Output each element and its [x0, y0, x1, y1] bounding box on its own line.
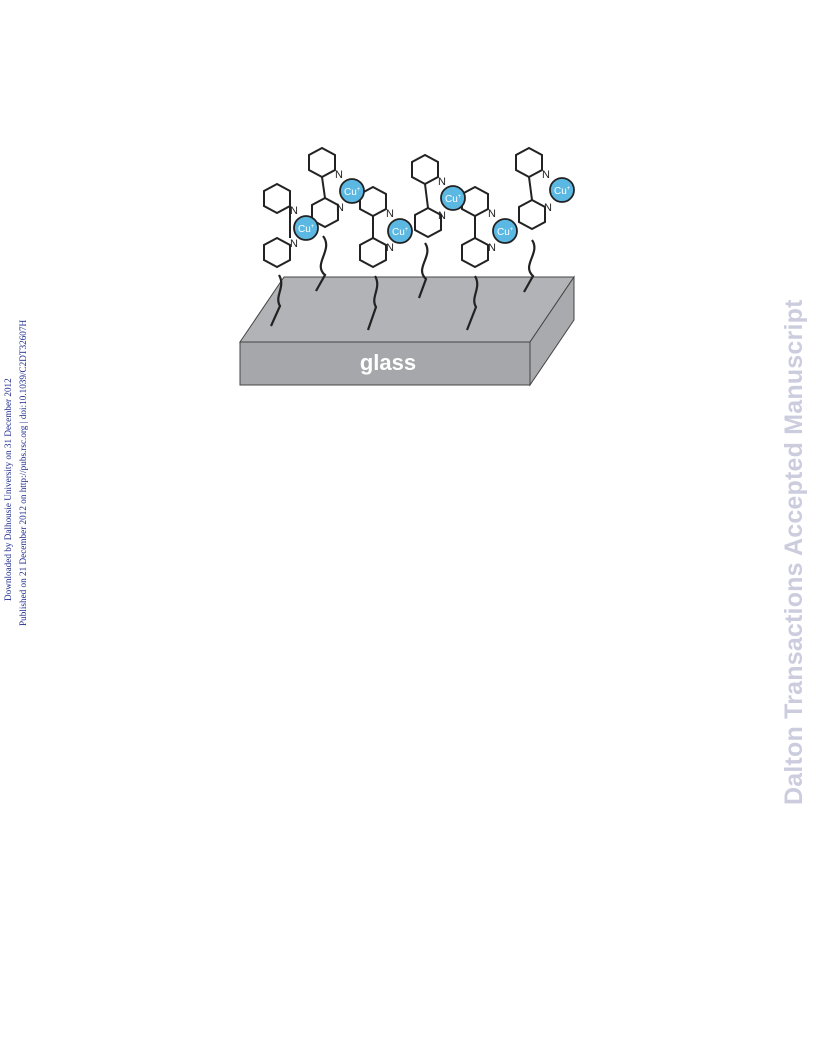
nitrogen-label: N [336, 202, 344, 214]
copper-label: Cu+ [392, 227, 409, 238]
copper-ion [549, 177, 575, 203]
tether-5 [465, 275, 479, 331]
download-note: Downloaded by Dalhousie University on 31… [3, 378, 13, 601]
pyridine-ring [518, 198, 546, 231]
bond [424, 183, 429, 209]
tethers [269, 235, 536, 331]
glass-slab-side [529, 275, 575, 387]
copper-label: Cu+ [344, 187, 361, 198]
pyridine-ring [263, 236, 291, 269]
copper-ion [492, 218, 518, 244]
tether-3 [366, 275, 379, 331]
bond [528, 176, 533, 201]
bipyridine-ligands [263, 146, 546, 269]
pyridine-ring [461, 185, 489, 218]
pyridine-ring [414, 206, 442, 239]
nitrogen-label: N [290, 205, 298, 217]
copper-label: Cu+ [497, 227, 514, 238]
pyridine-ring [263, 182, 291, 215]
copper-ion [293, 215, 319, 241]
glass-surface-figure: glass N N N [239, 146, 575, 387]
nitrogen-label: N [544, 202, 552, 214]
pyridine-ring [311, 196, 339, 229]
tether-6 [523, 239, 536, 293]
nitrogen-label: N [488, 208, 496, 220]
tether-1 [269, 274, 283, 327]
nitrogen-label: N [335, 169, 343, 181]
pyridine-ring [461, 236, 489, 269]
bond [321, 176, 326, 199]
tether-4 [417, 242, 429, 299]
glass-label: glass [360, 350, 416, 375]
pyridine-ring [515, 146, 543, 179]
copper-ion [387, 218, 413, 244]
copper-label: Cu+ [445, 194, 462, 205]
accepted-manuscript-watermark: Dalton Transactions Accepted Manuscript [780, 299, 808, 805]
pyridine-ring [411, 153, 439, 186]
nitrogen-label: N [386, 242, 394, 254]
pyridine-ring [359, 236, 387, 269]
tether-2 [315, 235, 328, 292]
copper-ions [293, 177, 575, 244]
nitrogen-label: N [290, 238, 298, 250]
copper-ion [440, 185, 466, 211]
copper-label: Cu+ [554, 186, 571, 197]
nitrogen-label: N [438, 210, 446, 222]
nitrogen-labels: N N N N N N N N N N N N [290, 169, 552, 254]
copper-label: Cu+ [298, 224, 315, 235]
glass-slab-top [239, 276, 575, 343]
pyridine-ring [308, 146, 336, 179]
nitrogen-label: N [438, 176, 446, 188]
nitrogen-label: N [542, 169, 550, 181]
nitrogen-label: N [386, 208, 394, 220]
copper-labels: Cu+ Cu+ Cu+ Cu+ Cu+ Cu+ [298, 186, 571, 238]
nitrogen-label: N [488, 242, 496, 254]
glass-slab-front [239, 341, 531, 386]
published-doi-note: Published on 21 December 2012 on http://… [18, 319, 28, 626]
copper-ion [339, 178, 365, 204]
